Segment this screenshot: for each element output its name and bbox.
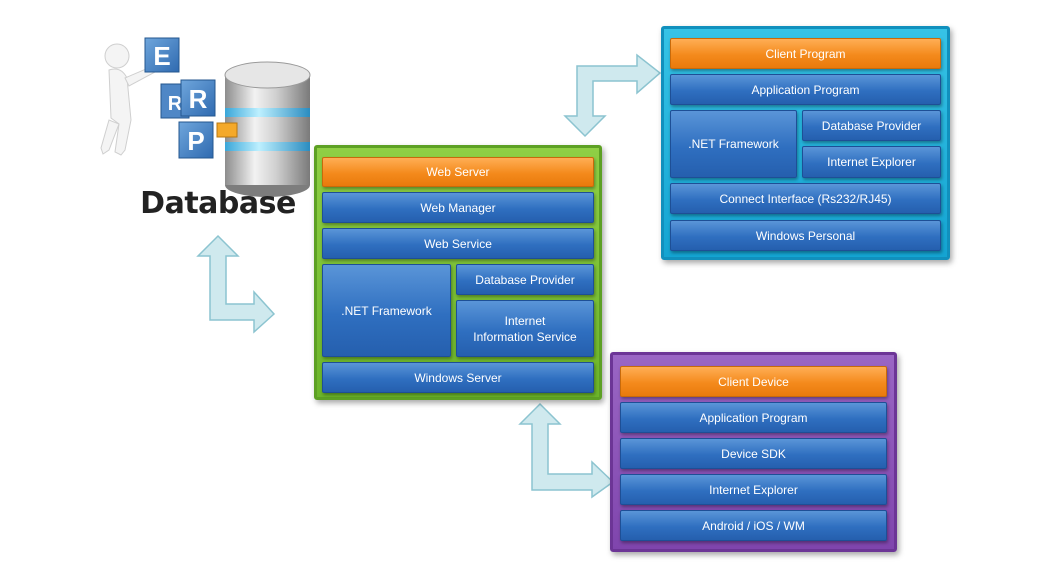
client-device-panel: Client Device Application Program Device… xyxy=(610,352,897,552)
client-program-panel: Client Program Application Program .NET … xyxy=(661,26,950,260)
iis-block: Internet Information Service xyxy=(456,300,594,357)
windows-server-block: Windows Server xyxy=(322,362,594,393)
server-client-arrow-icon xyxy=(563,53,662,138)
web-manager-block: Web Manager xyxy=(322,192,594,223)
connect-interface-block: Connect Interface (Rs232/RJ45) xyxy=(670,183,941,214)
svg-text:R: R xyxy=(168,93,183,115)
erp-database-illustration: E R R P xyxy=(100,37,311,197)
client-net-framework-block: .NET Framework xyxy=(670,110,797,178)
client-database-provider-block: Database Provider xyxy=(802,110,941,141)
server-database-provider-block: Database Provider xyxy=(456,264,594,295)
device-application-block: Application Program xyxy=(620,402,887,433)
web-server-panel: Web Server Web Manager Web Service .NET … xyxy=(314,145,602,400)
database-server-arrow-icon xyxy=(196,234,276,334)
web-service-block: Web Service xyxy=(322,228,594,259)
database-cylinder-icon xyxy=(216,61,311,197)
device-os-block: Android / iOS / WM xyxy=(620,510,887,541)
svg-text:R: R xyxy=(189,84,208,114)
svg-text:P: P xyxy=(187,126,204,156)
client-internet-explorer-block: Internet Explorer xyxy=(802,146,941,178)
cube-r-right: R xyxy=(180,79,216,117)
server-device-arrow-icon xyxy=(518,402,615,499)
client-program-header: Client Program xyxy=(670,38,941,69)
windows-personal-block: Windows Personal xyxy=(670,220,941,251)
server-net-framework-block: .NET Framework xyxy=(322,264,451,357)
cube-e: E xyxy=(144,37,180,73)
cube-p: P xyxy=(178,121,214,159)
device-sdk-block: Device SDK xyxy=(620,438,887,469)
svg-text:E: E xyxy=(153,41,170,71)
device-internet-explorer-block: Internet Explorer xyxy=(620,474,887,505)
client-application-block: Application Program xyxy=(670,74,941,105)
erp-cubes: E R R P xyxy=(144,37,216,159)
database-label: Database xyxy=(140,186,296,221)
client-device-header: Client Device xyxy=(620,366,887,397)
web-server-header: Web Server xyxy=(322,157,594,187)
